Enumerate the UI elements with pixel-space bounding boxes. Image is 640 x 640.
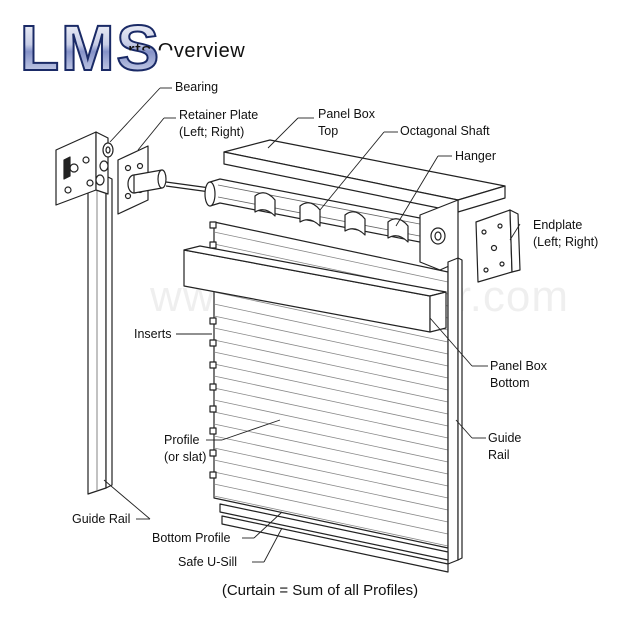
insert-peg <box>209 317 217 325</box>
label-safe-u-sill: Safe U-Sill <box>178 555 238 569</box>
panel-box-bottom <box>183 245 447 333</box>
endplate <box>475 209 521 283</box>
housing-right-plate <box>419 199 459 271</box>
lms-logo: LMS <box>19 14 161 76</box>
profile-slat <box>213 291 449 343</box>
profile-slat <box>213 351 449 403</box>
insert-peg <box>209 339 217 347</box>
label-hanger: Hanger <box>455 149 496 163</box>
title-visible-part: verview <box>173 40 246 62</box>
profile-slat <box>213 327 449 379</box>
profile-slat <box>213 231 449 283</box>
label-guide-rail-right: Guide Rail <box>488 431 522 462</box>
profile-slat <box>213 459 449 511</box>
label-inserts: Inserts <box>134 327 172 341</box>
page-title: rts Overview <box>128 40 245 63</box>
insert-peg <box>209 427 217 435</box>
inserts <box>209 221 217 479</box>
insert-peg <box>209 241 217 249</box>
profile-slat <box>213 411 449 463</box>
profile-slat <box>213 339 449 391</box>
caption: (Curtain = Sum of all Profiles) <box>221 582 419 599</box>
label-octagonal-shaft: Octagonal Shaft <box>400 124 490 138</box>
left-guide-rail <box>87 175 113 495</box>
label-bearing: Bearing <box>175 80 219 94</box>
insert-peg <box>209 471 217 479</box>
profile-slat <box>213 483 449 535</box>
profile-slat <box>213 363 449 415</box>
insert-peg <box>209 449 217 457</box>
hangers <box>254 192 409 243</box>
profile-slat <box>213 435 449 487</box>
shaft-end <box>127 169 211 194</box>
insert-peg <box>209 361 217 369</box>
profile-slat <box>213 315 449 367</box>
safe-u-sill <box>221 515 449 573</box>
profile-slat <box>213 387 449 439</box>
label-panel-box-top: Panel Box Top <box>318 107 375 138</box>
profile-slat <box>213 423 449 475</box>
logo-text: LMS <box>20 14 161 76</box>
label-bottom-profile: Bottom Profile <box>152 531 231 545</box>
profile-slat <box>213 399 449 451</box>
profile-slat <box>213 447 449 499</box>
insert-peg <box>209 221 217 229</box>
insert-peg <box>209 405 217 413</box>
leader-lines <box>103 87 521 563</box>
label-guide-rail-left: Guide Rail <box>72 512 131 526</box>
label-panel-box-bottom: Panel Box Bottom <box>490 359 547 390</box>
bearing <box>95 142 114 186</box>
bottom-profile <box>219 503 449 561</box>
profile-slat <box>213 303 449 355</box>
insert-peg <box>209 383 217 391</box>
right-guide-rail <box>447 257 463 565</box>
label-endplate: Endplate (Left; Right) <box>533 218 599 249</box>
profile-slat <box>213 375 449 427</box>
label-profile: Profile (or slat) <box>164 433 207 464</box>
title-hidden-part: rts O <box>128 40 174 62</box>
label-retainer-plate: Retainer Plate (Left; Right) <box>179 108 259 139</box>
profile-slat <box>213 495 449 547</box>
profile-slat <box>213 471 449 523</box>
